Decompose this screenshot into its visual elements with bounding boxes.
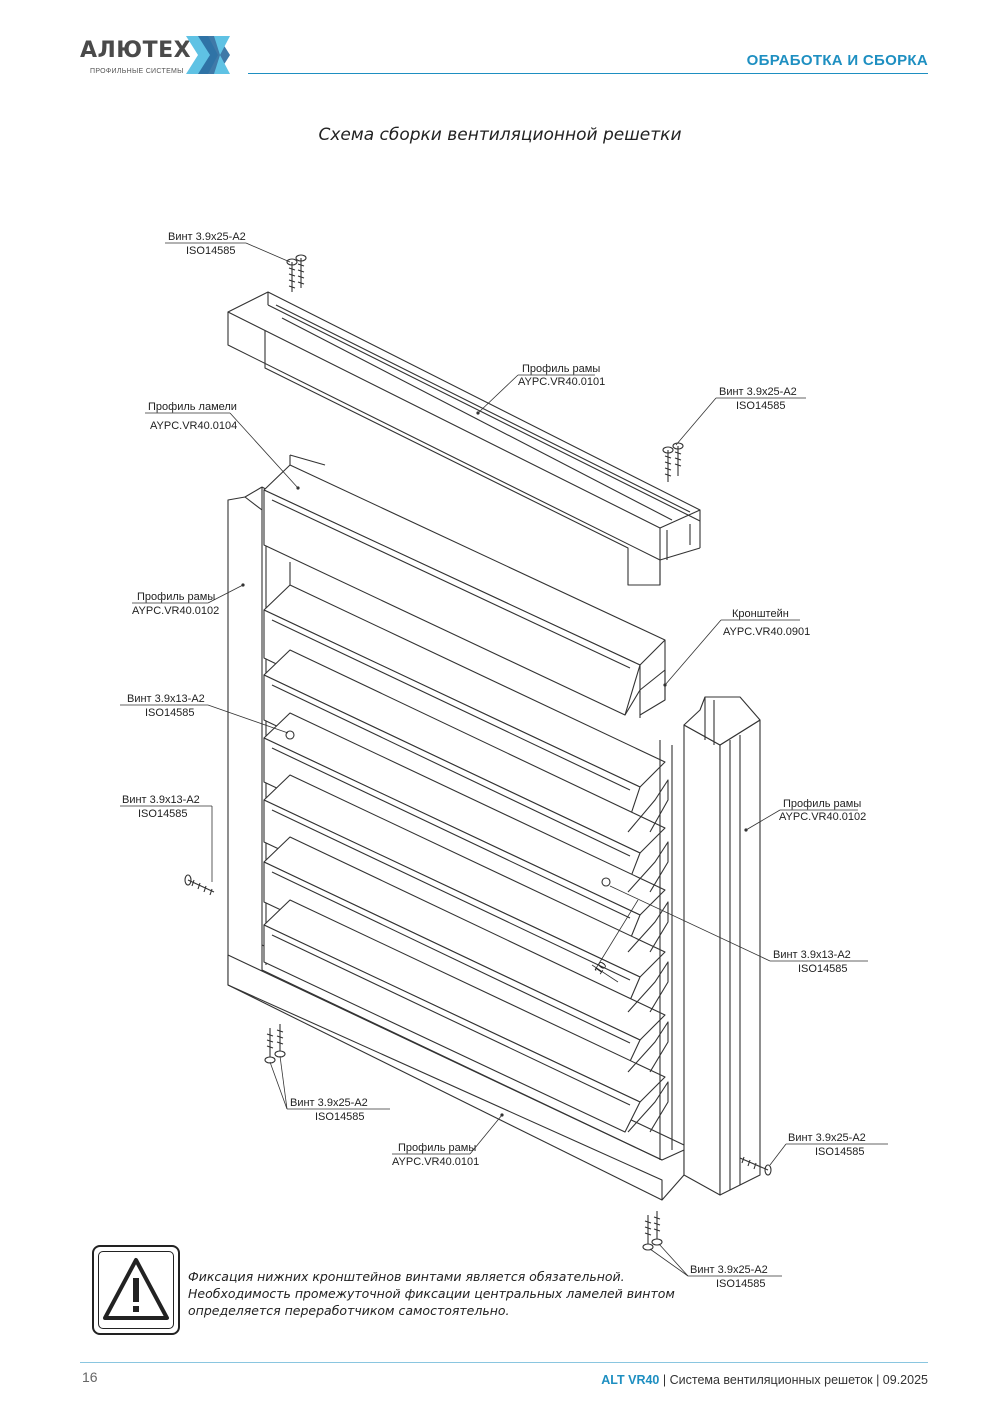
- label-frame-right-name: Профиль рамы: [783, 798, 861, 810]
- label-screw-top-right-standard: ISO14585: [736, 400, 786, 412]
- label-slat-name: Профиль ламели: [148, 401, 237, 413]
- header-divider: [248, 73, 928, 74]
- label-frame-right-code: AYPC.VR40.0102: [779, 811, 866, 823]
- logo-wordmark: АЛЮТЕХ: [80, 38, 192, 63]
- warning-line-3: определяется переработчиком самостоятель…: [188, 1303, 510, 1318]
- footer-description: Система вентиляционных решеток | 09.2025: [669, 1373, 928, 1387]
- frame-profile-top-drawing: [227, 291, 701, 586]
- label-screw13-upper-name: Винт 3.9x13-A2: [127, 693, 205, 705]
- label-bracket-code: AYPC.VR40.0901: [723, 626, 810, 638]
- footer-caption: ALT VR40 | Система вентиляционных решето…: [601, 1373, 928, 1387]
- label-bracket-name: Кронштейн: [732, 608, 789, 620]
- label-dimension: 10: [593, 960, 610, 977]
- label-screw13-right-standard: ISO14585: [798, 963, 848, 975]
- warning-text: Фиксация нижних кронштейнов винтами явля…: [188, 1268, 688, 1319]
- label-screw-top-left-standard: ISO14585: [186, 245, 236, 257]
- logo-mark-icon: [186, 36, 230, 74]
- dimension-marker: [591, 899, 639, 983]
- logo-subtitle: ПРОФИЛЬНЫЕ СИСТЕМЫ: [90, 68, 184, 75]
- label-screw13-upper-standard: ISO14585: [145, 707, 195, 719]
- screw-bottom-right-horizontal: [739, 1156, 772, 1176]
- screw-left-horizontal: [184, 874, 215, 896]
- footer-separator: |: [659, 1373, 670, 1387]
- label-frame-bottom-name: Профиль рамы: [398, 1142, 476, 1154]
- label-screw-bottom-left-name: Винт 3.9x25-A2: [290, 1097, 368, 1109]
- leader-lines: [120, 242, 888, 1277]
- footer-product: ALT VR40: [601, 1373, 660, 1387]
- warning-line-2: Необходимость промежуточной фиксации цен…: [188, 1286, 675, 1301]
- label-frame-top-code: AYPC.VR40.0101: [518, 376, 605, 388]
- screw-top-left-pair: [286, 254, 307, 292]
- label-frame-left-name: Профиль рамы: [137, 591, 215, 603]
- label-screw13-left-standard: ISO14585: [138, 808, 188, 820]
- warning-triangle-icon: [103, 1258, 169, 1320]
- label-screw-bottom-center-name: Винт 3.9x25-A2: [690, 1264, 768, 1276]
- label-screw13-right-name: Винт 3.9x13-A2: [773, 949, 851, 961]
- warning-sign: [92, 1245, 180, 1335]
- warning-line-1: Фиксация нижних кронштейнов винтами явля…: [188, 1269, 625, 1284]
- label-screw-bottom-right-name: Винт 3.9x25-A2: [788, 1132, 866, 1144]
- label-screw-top-right-name: Винт 3.9x25-A2: [719, 386, 797, 398]
- screw-slat-right: [601, 877, 611, 887]
- label-screw-bottom-right-standard: ISO14585: [815, 1146, 865, 1158]
- brackets-drawing: [624, 640, 673, 1160]
- screw-bottom-left-pair: [264, 1024, 286, 1064]
- label-frame-bottom-code: AYPC.VR40.0101: [392, 1156, 479, 1168]
- brand-logo: АЛЮТЕХ ПРОФИЛЬНЫЕ СИСТЕМЫ: [80, 34, 240, 84]
- footer-divider: [80, 1362, 928, 1363]
- page-number: 16: [82, 1369, 98, 1385]
- label-screw13-left-name: Винт 3.9x13-A2: [122, 794, 200, 806]
- diagram-title: Схема сборки вентиляционной решетки: [318, 125, 682, 145]
- screw-slat-upper: [285, 730, 295, 740]
- frame-profile-left-drawing: [227, 486, 281, 986]
- label-screw-top-left-name: Винт 3.9x25-A2: [168, 231, 246, 243]
- label-frame-top-name: Профиль рамы: [522, 363, 600, 375]
- label-screw-bottom-center-standard: ISO14585: [716, 1278, 766, 1290]
- screw-top-right-pair: [662, 442, 684, 482]
- label-frame-left-code: AYPC.VR40.0102: [132, 605, 219, 617]
- frame-profile-right-drawing: [683, 696, 761, 1196]
- label-screw-bottom-left-standard: ISO14585: [315, 1111, 365, 1123]
- slat-stack-drawing: [263, 454, 666, 1133]
- screw-bottom-center-pair: [642, 1211, 663, 1251]
- label-slat-code: AYPC.VR40.0104: [150, 420, 237, 432]
- section-title: ОБРАБОТКА И СБОРКА: [746, 52, 928, 69]
